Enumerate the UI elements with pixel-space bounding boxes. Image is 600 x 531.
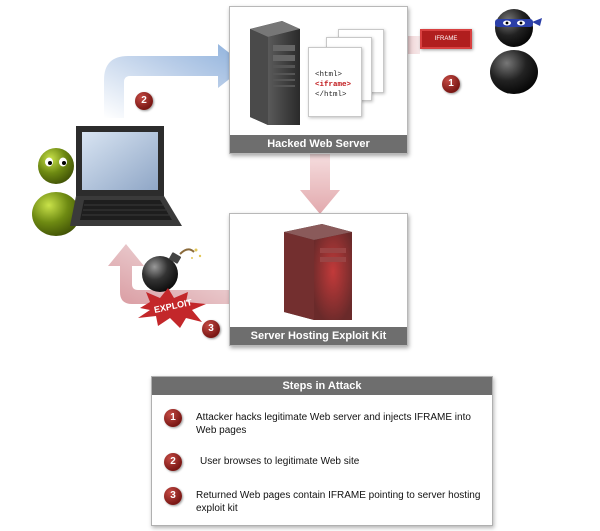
iframe-injection-tag: IFRAME xyxy=(420,29,472,49)
step-2-text: User browses to legitimate Web site xyxy=(200,456,360,467)
step-three-badge: 3 xyxy=(202,320,220,338)
exploit-starburst: EXPLOIT xyxy=(136,288,210,328)
step-1-number: 1 xyxy=(164,409,182,427)
web-page-doc-front: <html> <iframe> </html> xyxy=(308,47,362,117)
step-two-badge: 2 xyxy=(135,92,153,110)
infected-server-icon xyxy=(284,224,352,320)
attacker-figure-icon xyxy=(490,9,542,94)
step-2-number: 2 xyxy=(164,453,182,471)
html-open-tag: <html> xyxy=(315,71,343,79)
bomb-icon xyxy=(142,248,202,292)
html-close-tag: </html> xyxy=(315,91,347,99)
iframe-tag-text: <iframe> xyxy=(315,81,352,89)
step-3-text: Returned Web pages contain IFRAME pointi… xyxy=(196,490,481,514)
laptop-icon xyxy=(70,126,182,226)
hacked-web-server-title: Hacked Web Server xyxy=(230,135,407,153)
exploit-server-title: Server Hosting Exploit Kit xyxy=(230,327,407,345)
step-1-text: Attacker hacks legitimate Web server and… xyxy=(196,412,471,436)
user-figure-icon xyxy=(32,148,80,236)
steps-in-attack-box: Steps in Attack 1 Attacker hacks legitim… xyxy=(151,376,493,526)
hacked-web-server-panel: me> <html> <iframe> </html> Hacked Web S… xyxy=(229,6,408,154)
server-tower-icon xyxy=(250,21,300,125)
starburst-shape xyxy=(138,288,206,328)
exploit-server-panel: Server Hosting Exploit Kit xyxy=(229,213,408,346)
arrow-user-to-server xyxy=(104,44,246,118)
step-one-badge: 1 xyxy=(442,75,460,93)
arrow-server-to-exploit xyxy=(300,152,340,214)
steps-title: Steps in Attack xyxy=(152,377,492,395)
step-3-number: 3 xyxy=(164,487,182,505)
